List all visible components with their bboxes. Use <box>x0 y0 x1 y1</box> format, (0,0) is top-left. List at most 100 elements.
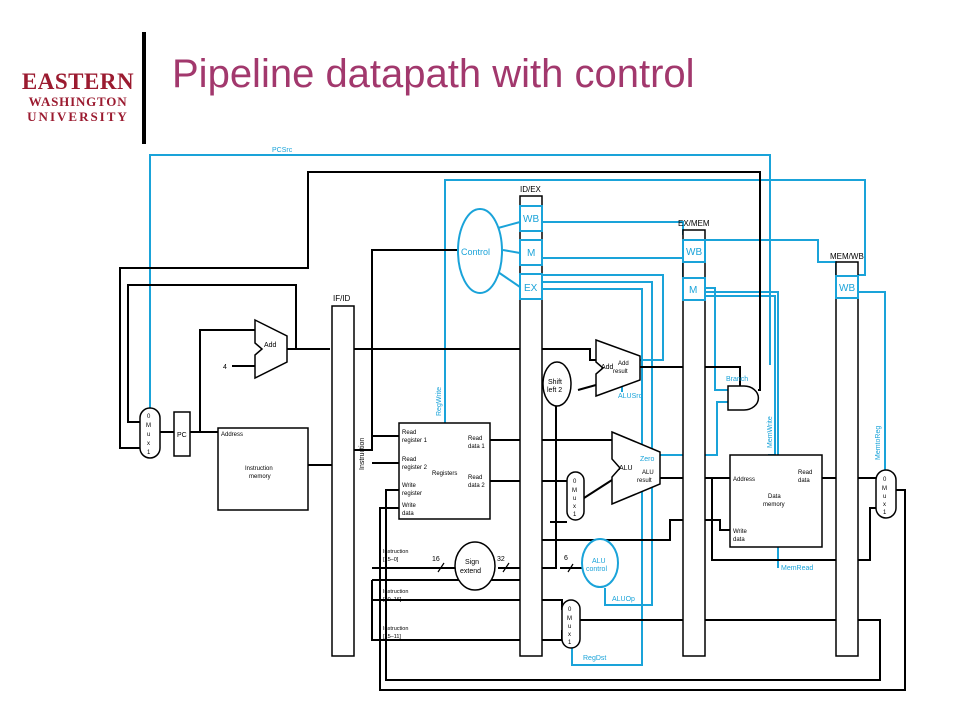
alu-label: ALU <box>619 465 633 472</box>
exmem-register <box>682 229 706 657</box>
regdst-mux-x: x <box>568 632 571 638</box>
dmem-read-a: Read <box>798 470 812 476</box>
reg-write-a: Write <box>402 483 417 489</box>
imem-label-2: memory <box>249 474 271 480</box>
idex-ex-label: EX <box>524 283 538 294</box>
reg-rdata2-b: data 2 <box>468 483 485 489</box>
idex-wb-label: WB <box>523 214 539 225</box>
alusrc-mux-x: x <box>573 504 576 510</box>
alusrc-mux-0: 0 <box>573 479 577 485</box>
exmem-m-label: M <box>689 285 697 296</box>
pc-mux: 0 M u x 1 <box>139 407 161 459</box>
pc-mux-x: x <box>147 441 150 447</box>
control-unit <box>457 208 503 294</box>
instr-15-11-b: [15–11] <box>383 634 401 640</box>
dmem-label-a: Data <box>768 494 781 500</box>
pc-label: PC <box>177 432 187 439</box>
sign-label: Sign <box>465 559 479 566</box>
control-label: Control <box>461 247 490 257</box>
registers-label: Registers <box>432 471 457 477</box>
instr-20-16-b: [20–16] <box>383 597 402 603</box>
pc-mux-u: u <box>147 432 150 438</box>
memtoreg-mux-m: M <box>882 486 887 492</box>
branch-adder <box>595 338 641 398</box>
pc-register <box>173 411 191 457</box>
alu <box>611 430 661 506</box>
reg-rdata1-b: data 1 <box>468 444 485 450</box>
instruction-memory <box>217 427 309 511</box>
alu-result-b: result <box>637 478 652 484</box>
bits-6-tick <box>567 563 574 573</box>
alu-control-unit <box>581 538 619 588</box>
imem-address-label: Address <box>221 432 243 438</box>
pc-adder-label: Add <box>264 342 277 349</box>
page-title: Pipeline datapath with control <box>172 52 695 96</box>
exmem-wb-label: WB <box>686 247 702 258</box>
aluop-label: ALUOp <box>612 596 635 603</box>
alusrc-mux-m: M <box>572 488 577 494</box>
datapath-wires <box>119 171 906 691</box>
alusrc-label: ALUSrc <box>618 393 643 400</box>
memwb-register <box>835 261 859 657</box>
instr-15-0-b: [15–0] <box>383 557 399 563</box>
memread-label: MemRead <box>781 565 813 572</box>
bits-6-label: 6 <box>564 555 568 562</box>
bits-32-label: 32 <box>497 556 505 563</box>
pc-adder <box>254 318 288 380</box>
reg-read1-a: Read <box>402 430 416 436</box>
ifid-register <box>331 305 355 657</box>
pcsrc-label: PCSrc <box>272 147 293 154</box>
idex-label: ID/EX <box>520 185 542 194</box>
bus-width-ticks <box>437 562 510 573</box>
regdst-mux-1: 1 <box>568 640 572 646</box>
exmem-label: EX/MEM <box>678 219 710 228</box>
dmem-write-a: Write <box>733 529 748 535</box>
left-two-label: left 2 <box>547 387 562 394</box>
logo-line-university: UNIVERSITY <box>27 109 129 124</box>
reg-rdata2-a: Read <box>468 475 482 481</box>
memtoreg-mux-1: 1 <box>883 510 887 516</box>
instr-20-16-a: Instruction <box>383 589 408 595</box>
shift-label: Shift <box>548 379 562 386</box>
regdst-mux-0: 0 <box>568 607 572 613</box>
reg-read2-b: register 2 <box>402 465 428 471</box>
alu-control-label-b: control <box>586 566 607 573</box>
regdst-label: RegDst <box>583 655 606 662</box>
shift-left-unit <box>542 361 572 407</box>
reg-wdata-a: Write <box>402 503 417 509</box>
branch-adder-label: Add <box>601 364 614 371</box>
dmem-read-b: data <box>798 478 810 484</box>
idex-register <box>519 195 543 657</box>
logo-line-washington: WASHINGTON <box>28 94 128 109</box>
instruction-label: Instruction <box>359 438 366 470</box>
control-wires <box>149 154 886 666</box>
extend-label: extend <box>460 568 481 575</box>
idex-m-label: M <box>527 248 535 259</box>
pc-mux-0: 0 <box>147 414 151 420</box>
pc-mux-1: 1 <box>147 450 151 456</box>
data-memory-labels: Address Read data Data memory Write data <box>733 470 812 543</box>
regwrite-label: RegWrite <box>436 387 443 416</box>
header-divider <box>142 32 146 144</box>
university-logo: EASTERN WASHINGTON UNIVERSITY <box>18 70 138 125</box>
alu-control-label-a: ALU <box>592 558 606 565</box>
alusrc-mux-u: u <box>573 496 576 502</box>
dmem-label-b: memory <box>763 502 785 508</box>
memwb-wb-label: WB <box>839 283 855 294</box>
const-four: 4 <box>223 364 227 371</box>
dmem-address-label: Address <box>733 477 755 483</box>
memtoreg-label: MemtoReg <box>875 426 882 460</box>
register-file <box>398 422 491 520</box>
reg-read2-a: Read <box>402 457 416 463</box>
register-file-labels: Read register 1 Read register 2 Write re… <box>402 430 485 517</box>
memtoreg-mux-0: 0 <box>883 477 887 483</box>
reg-wdata-b: data <box>402 511 414 517</box>
branch-and-gate <box>727 385 760 411</box>
pc-mux-m: M <box>146 423 151 429</box>
alusrc-mux-1: 1 <box>573 512 577 518</box>
reg-rdata1-a: Read <box>468 436 482 442</box>
alusrc-mux: 0 M u x 1 <box>566 471 585 521</box>
dmem-write-b: data <box>733 537 745 543</box>
branch-label: Branch <box>726 376 748 383</box>
